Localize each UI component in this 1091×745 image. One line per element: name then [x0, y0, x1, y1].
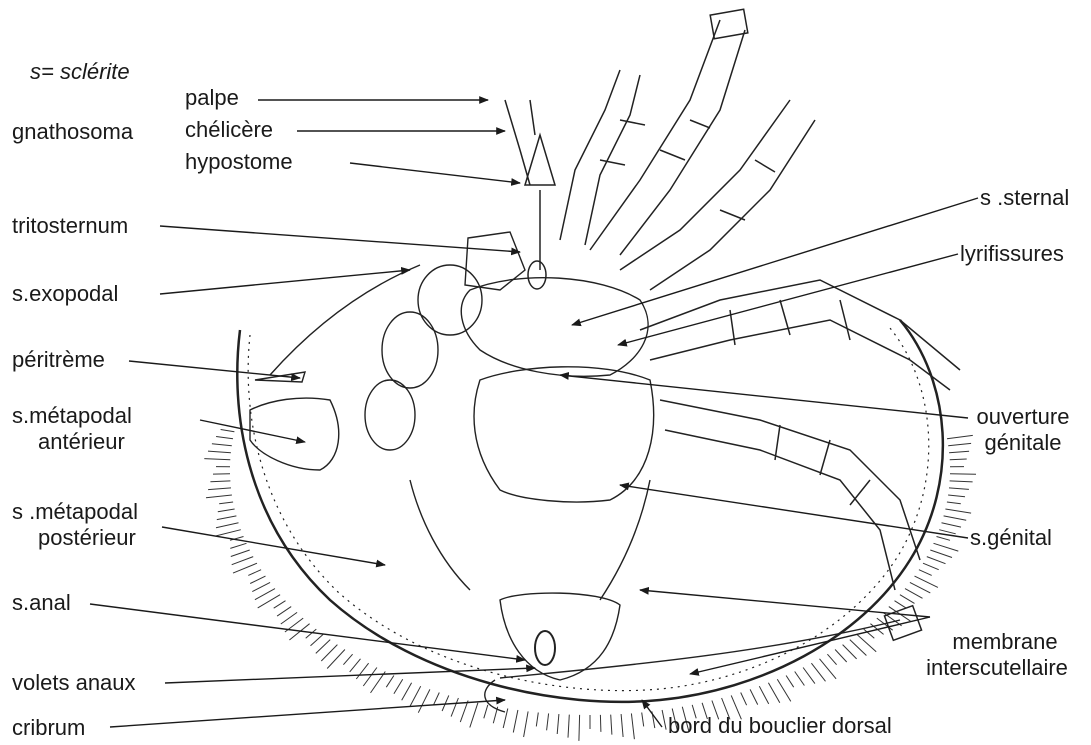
label-s-metapodal-ant-2: antérieur — [38, 430, 125, 454]
label-bord: bord du bouclier dorsal — [668, 714, 892, 738]
label-tritosternum: tritosternum — [12, 214, 128, 238]
label-s-sternal: s .sternal — [980, 186, 1069, 210]
label-ouverture-2: génitale — [968, 431, 1078, 455]
label-lyrifissures: lyrifissures — [960, 242, 1064, 266]
label-hypostome: hypostome — [185, 150, 293, 174]
marginal-setae — [204, 430, 976, 741]
label-chelicere: chélicère — [185, 118, 273, 142]
label-membrane: membrane — [930, 630, 1080, 654]
label-s-anal: s.anal — [12, 591, 71, 615]
label-s-metapodal-post-2: postérieur — [38, 526, 136, 550]
label-s-metapodal-post: s .métapodal — [12, 500, 138, 524]
body-outline — [237, 320, 943, 702]
label-s-exopodal: s.exopodal — [12, 282, 118, 306]
label-palpe: palpe — [185, 86, 239, 110]
label-cribrum: cribrum — [12, 716, 85, 740]
label-volets-anaux: volets anaux — [12, 671, 136, 695]
label-membrane-2: interscutellaire — [912, 656, 1082, 680]
label-s-metapodal-ant: s.métapodal — [12, 404, 132, 428]
legend-text: s= sclérite — [30, 60, 130, 84]
label-s-genital: s.génital — [970, 526, 1052, 550]
label-ouverture: ouverture — [968, 405, 1078, 429]
label-gnathosoma: gnathosoma — [12, 120, 133, 144]
label-peritreme: péritrème — [12, 348, 105, 372]
plates — [250, 232, 900, 712]
